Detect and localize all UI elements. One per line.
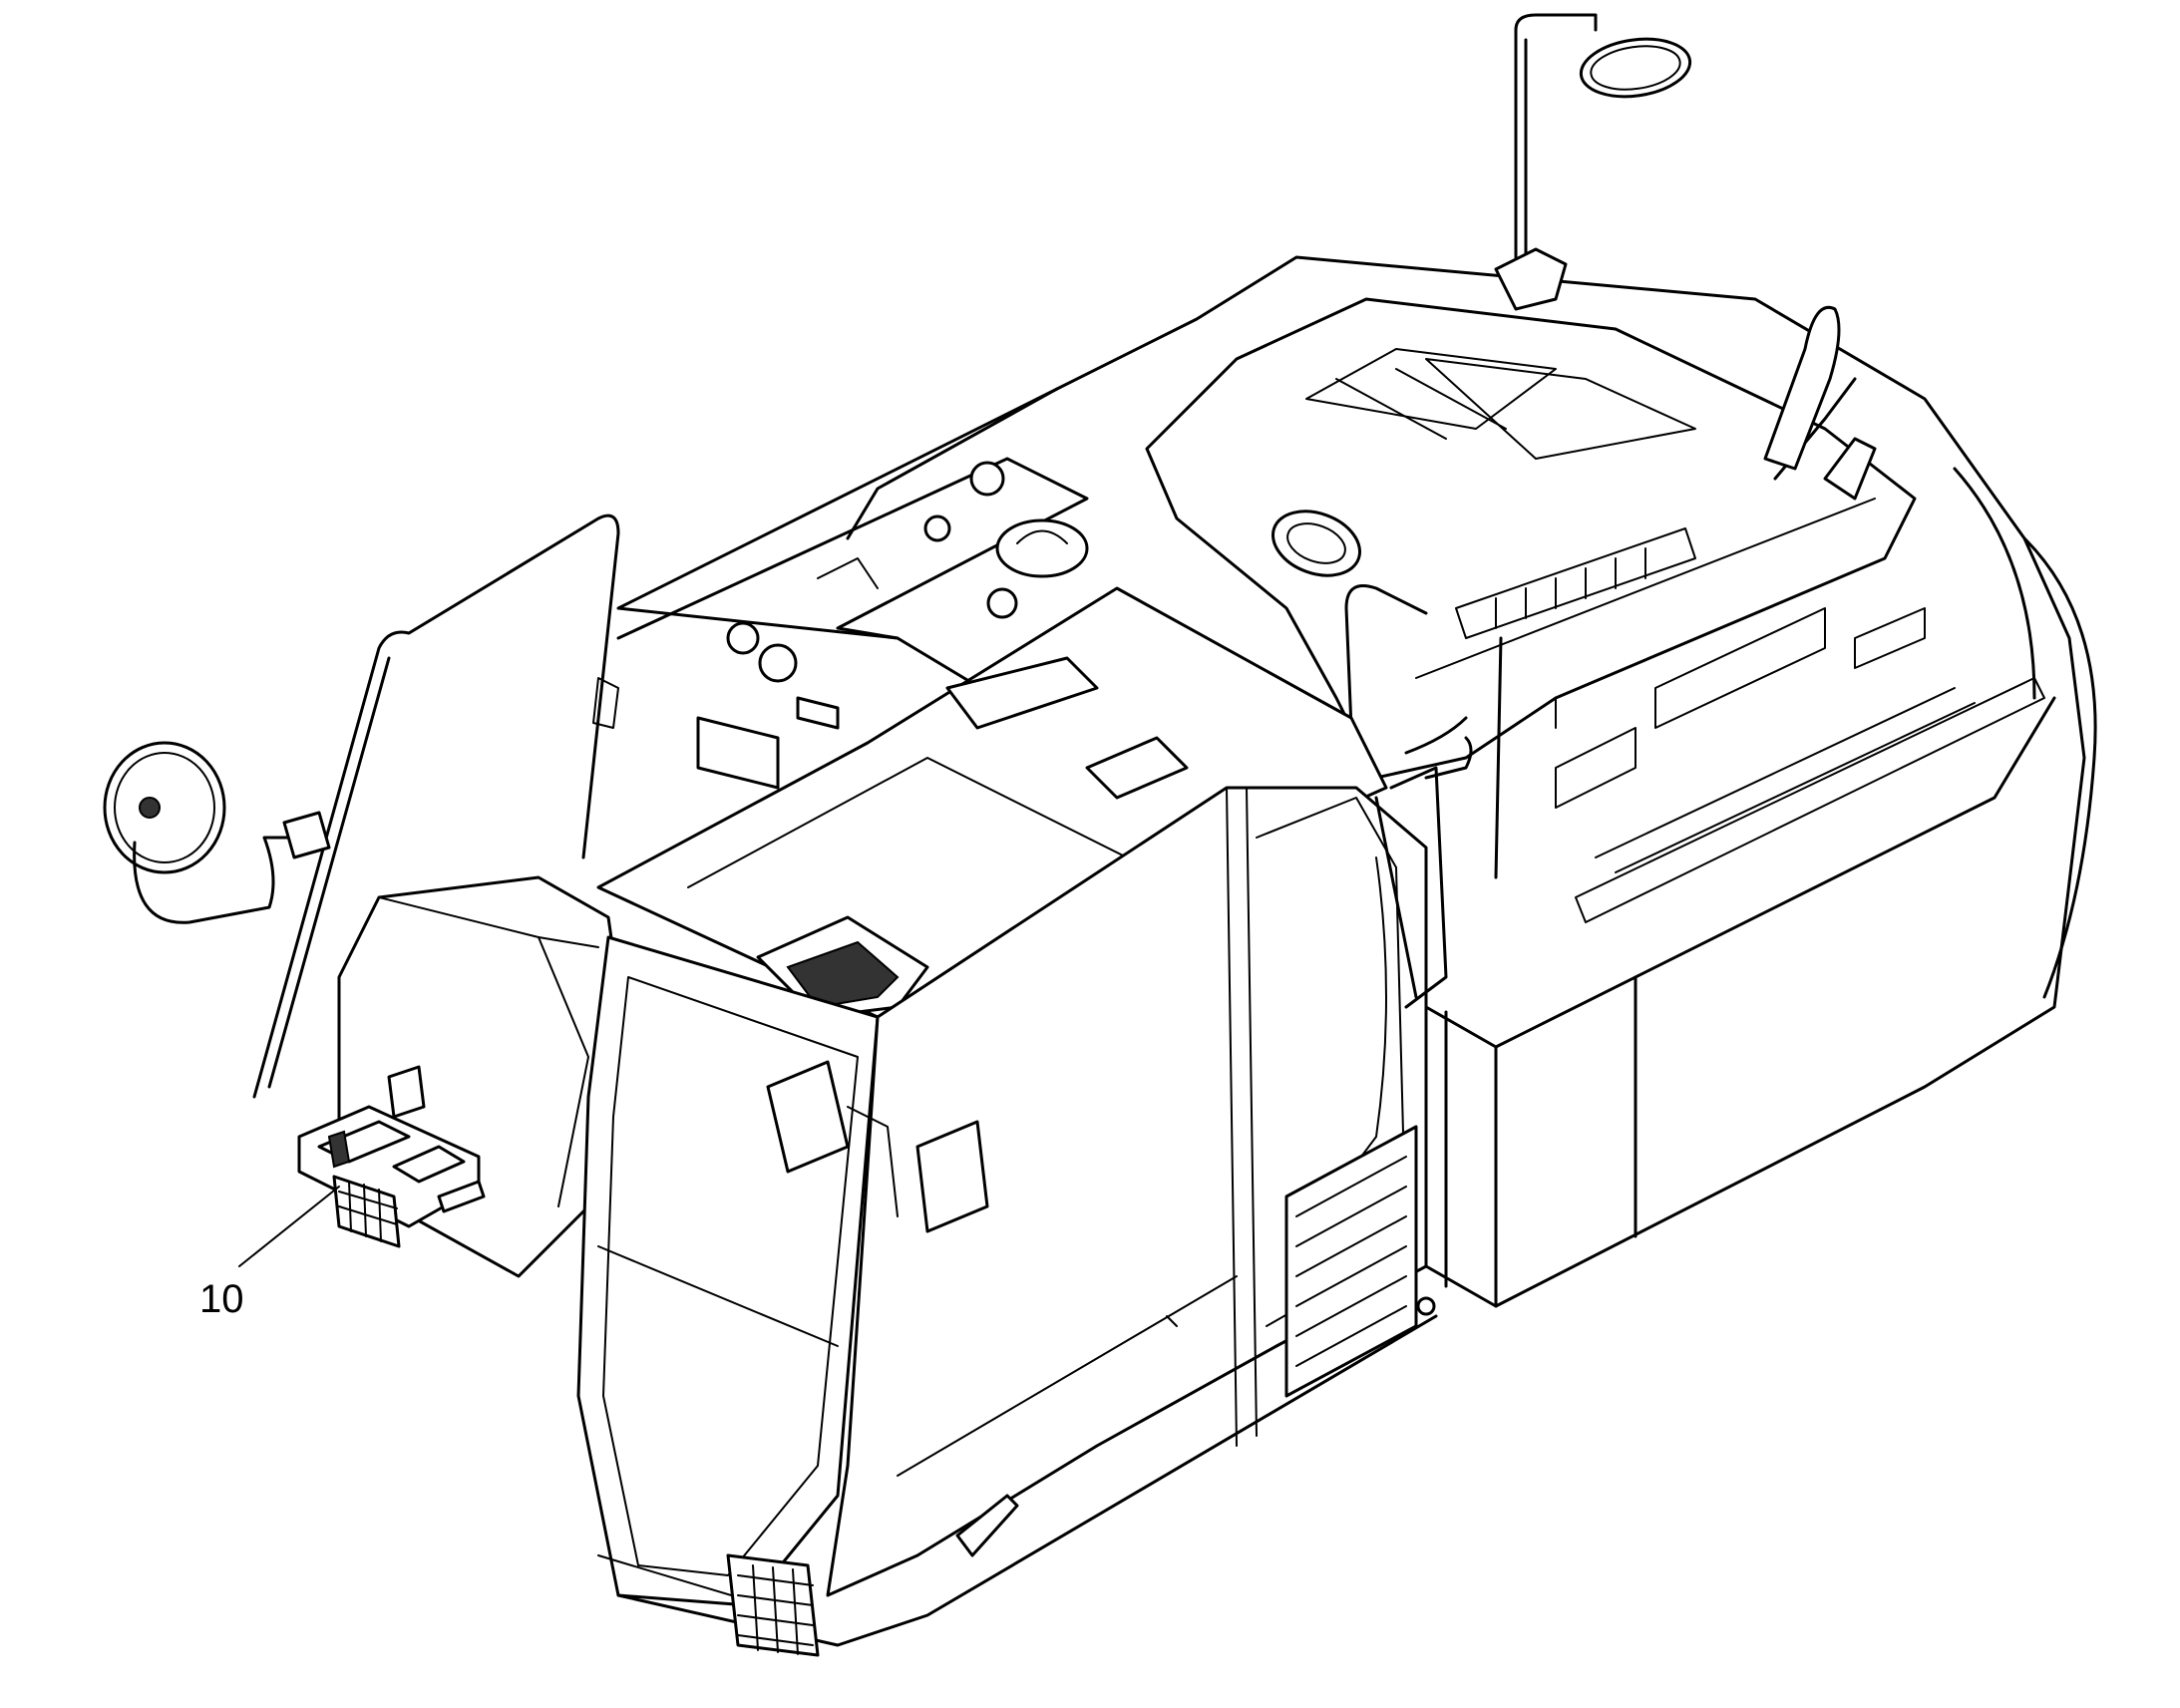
left-mirror-assembly — [103, 513, 620, 1099]
operator-cab — [576, 586, 1448, 1657]
door-vent — [1284, 1125, 1418, 1398]
left-deck — [616, 387, 1089, 790]
leader-line — [238, 1186, 340, 1267]
engine-hood — [1145, 297, 1917, 780]
callout-10: 10 — [199, 1186, 340, 1321]
side-grille — [1575, 677, 2045, 923]
exhaust-stack — [1763, 306, 1877, 501]
callout-label: 10 — [199, 1277, 244, 1321]
step-part-10 — [297, 1105, 486, 1248]
front-step-grid — [737, 1564, 814, 1655]
rear-mirror-post — [1494, 13, 1692, 311]
